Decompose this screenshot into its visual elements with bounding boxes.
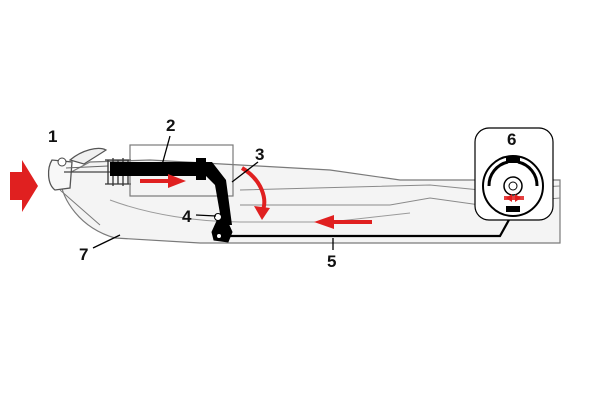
lever-pivot — [214, 213, 222, 221]
rod-pull-arrow — [314, 215, 372, 229]
brake-rod — [222, 217, 511, 238]
wheel-brake-inset — [474, 127, 554, 221]
callout-7: 7 — [79, 245, 88, 264]
lever-pin — [216, 233, 222, 239]
damper-force-arrow — [140, 174, 186, 188]
push-force-arrow — [10, 160, 38, 212]
callout-leaders — [92, 135, 334, 250]
overrun-damper — [110, 158, 232, 225]
callout-1: 1 — [48, 127, 57, 146]
callout-6: 6 — [507, 130, 516, 149]
coupling-head — [47, 147, 110, 191]
brake-shoe-expansion-arrows — [504, 194, 524, 202]
callout-3: 3 — [255, 145, 264, 164]
drawbar-diagonal — [59, 189, 101, 226]
callout-4: 4 — [182, 207, 192, 226]
chassis-inner-edge — [109, 199, 411, 223]
callout-2: 2 — [166, 116, 175, 135]
callout-5: 5 — [327, 252, 336, 271]
